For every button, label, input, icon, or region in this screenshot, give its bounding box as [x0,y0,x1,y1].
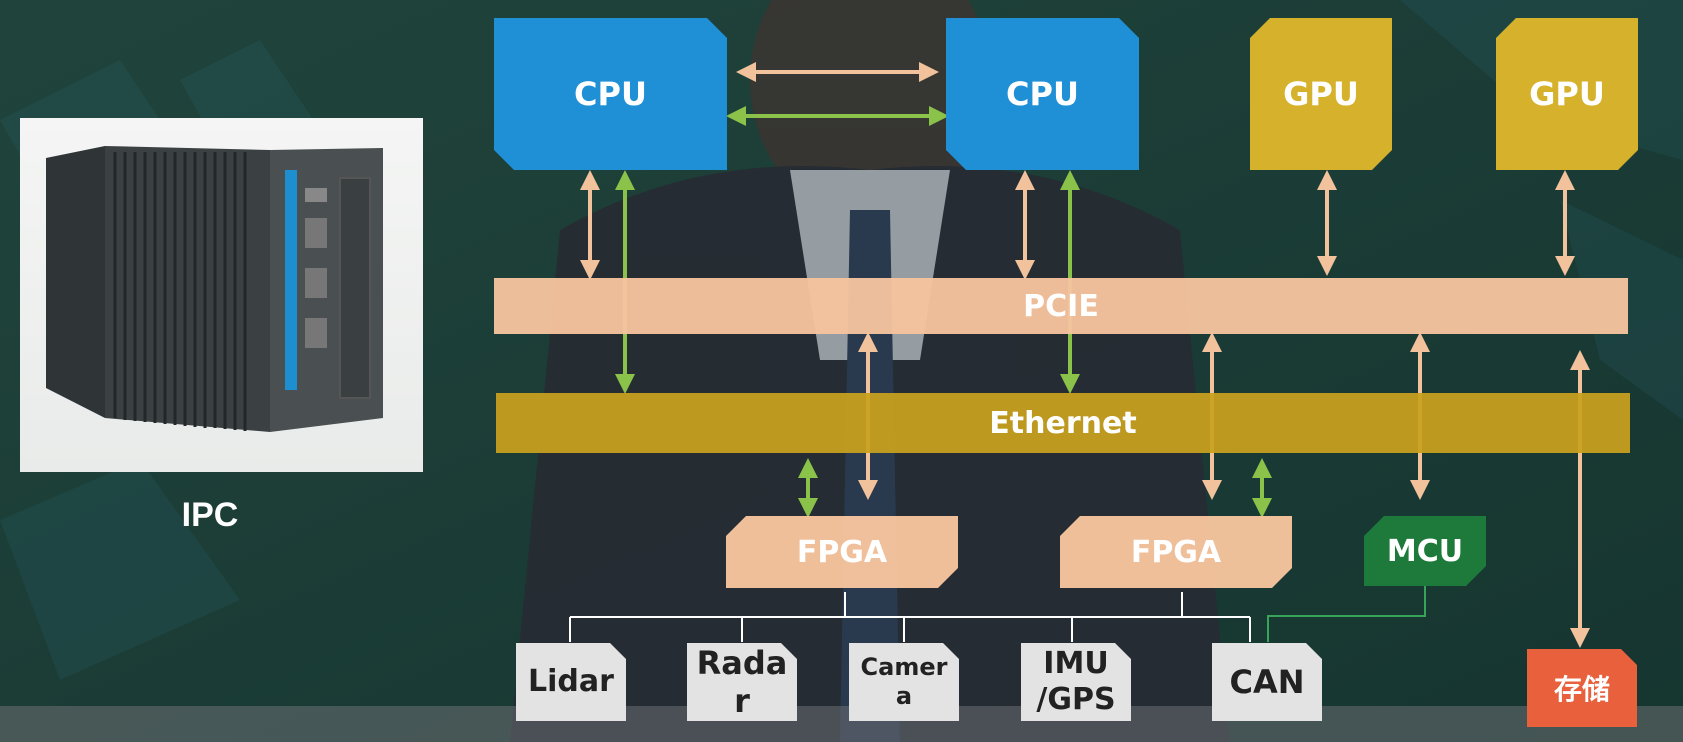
imu-label-line2: /GPS [1036,682,1116,717]
ethernet-label: Ethernet [989,405,1137,441]
can-label: CAN [1229,662,1305,701]
gpu-block-2: GPU [1496,18,1638,170]
fpga-label-1: FPGA [796,534,888,570]
gpu-label-1: GPU [1283,75,1359,113]
can-block: CAN [1212,643,1322,721]
lidar-label: Lidar [528,664,614,699]
fpga-block-1: FPGA [726,516,958,588]
radar-block: Rada r [687,643,797,721]
cpu-block-2: CPU [946,18,1139,170]
camera-block: Camer a [849,643,959,721]
gpu-label-2: GPU [1529,75,1605,113]
storage-block: 存储 [1527,649,1637,727]
cpu-label-1: CPU [574,75,647,113]
sensor-connection-lines [569,592,1251,642]
gpu-block-1: GPU [1250,18,1392,170]
lidar-block: Lidar [516,643,626,721]
fpga-label-2: FPGA [1130,534,1222,570]
ipc-device-image [20,118,423,472]
camera-label-line2: a [895,682,913,710]
imu-label-line1: IMU [1043,646,1109,681]
mcu-label: MCU [1386,533,1464,569]
fpga-block-2: FPGA [1060,516,1292,588]
mcu-block: MCU [1364,516,1486,586]
ethernet-bus: Ethernet [496,393,1630,453]
ipc-device-icon [46,146,383,432]
camera-label-line1: Camer [860,653,948,682]
pcie-label: PCIE [1023,288,1099,324]
storage-label: 存储 [1553,673,1610,706]
ipc-label: IPC [181,496,239,534]
cpu-label-2: CPU [1006,75,1079,113]
can-mcu-line [1267,586,1426,642]
imu-gps-block: IMU /GPS [1021,643,1131,721]
cpu-block-1: CPU [494,18,727,170]
radar-label-line2: r [734,682,750,720]
pcie-bus: PCIE [494,278,1628,334]
radar-label-line1: Rada [696,643,788,682]
